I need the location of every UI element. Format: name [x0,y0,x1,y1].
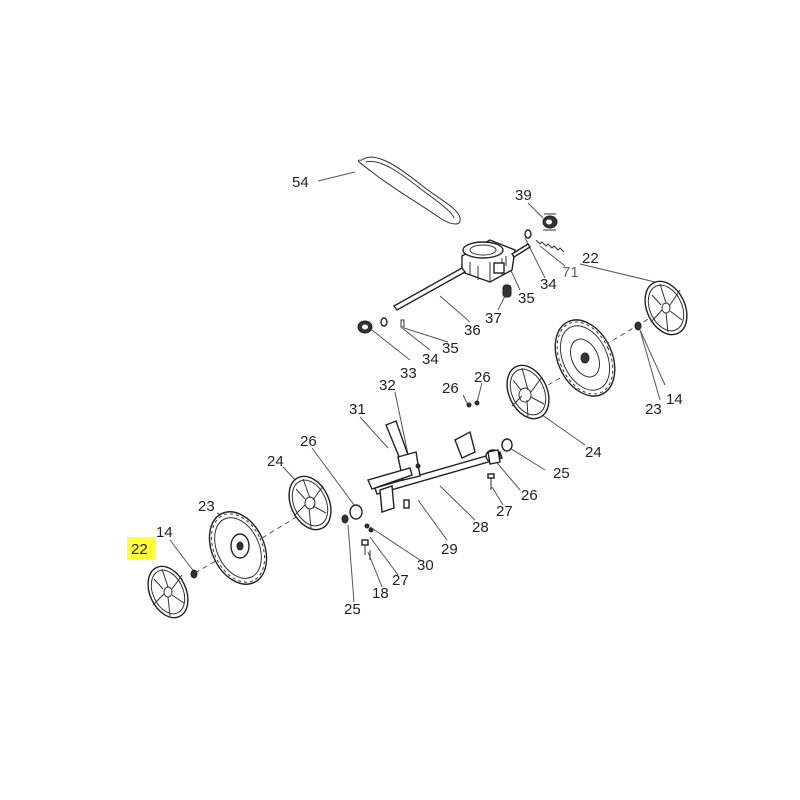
tire-right [554,319,616,397]
label-23-right: 23 [645,401,662,418]
label-26-d: 26 [521,487,538,504]
leader-lines [169,171,666,603]
label-25-left: 25 [344,601,361,618]
label-25-right: 25 [553,465,570,482]
gear-33 [357,320,373,334]
nut-14-right [634,321,642,331]
drive-belt [357,156,461,225]
rear-axle [374,430,503,495]
part-labels: 54 39 22 71 34 35 37 36 33 34 35 32 26 2… [131,174,683,618]
label-39: 39 [515,187,532,204]
label-71: 71 [562,264,579,281]
pin-35-left [400,319,405,328]
label-35-top: 35 [518,290,535,307]
label-27-right: 27 [496,503,513,520]
bushing-25-left [349,504,363,520]
drive-shaft [392,243,531,311]
label-34-top: 34 [540,276,557,293]
spring-pin [535,239,565,253]
screws-left [361,539,371,560]
screws-right [466,400,495,490]
rim-left [288,475,332,531]
label-34-left: 34 [422,351,439,368]
label-26-a: 26 [442,380,459,397]
bushing-25-right [501,438,513,452]
label-26-c: 26 [300,433,317,450]
nut-14-left [190,569,198,579]
label-32: 32 [379,377,396,394]
label-24-right: 24 [585,444,602,461]
highlight-box [127,537,156,560]
washer-34-left [380,317,388,327]
label-14-right: 14 [666,391,683,408]
label-30: 30 [417,557,434,574]
label-29: 29 [441,541,458,558]
label-27-left: 27 [392,572,409,589]
washer-34-top [524,229,532,239]
label-24-left: 24 [267,453,284,470]
label-35-left: 35 [442,340,459,357]
rim-right [506,364,550,420]
gear-39 [542,213,558,231]
label-54: 54 [292,174,309,191]
height-lever [367,420,421,513]
label-33: 33 [400,365,417,382]
label-22-left-highlighted: 22 [131,541,148,558]
label-28: 28 [472,519,489,536]
label-23-left: 23 [198,498,215,515]
washer-30 [341,514,349,524]
label-37: 37 [485,310,502,327]
label-18: 18 [372,585,389,602]
hubcap-left [147,565,189,619]
tire-left [208,511,268,585]
hubcap-right [644,280,688,336]
label-22-right: 22 [582,250,599,267]
label-26-b: 26 [474,369,491,386]
gearbox [461,239,516,283]
label-14-left: 14 [156,524,173,541]
pawl-35 [502,284,512,298]
label-36: 36 [464,322,481,339]
label-31: 31 [349,401,366,418]
